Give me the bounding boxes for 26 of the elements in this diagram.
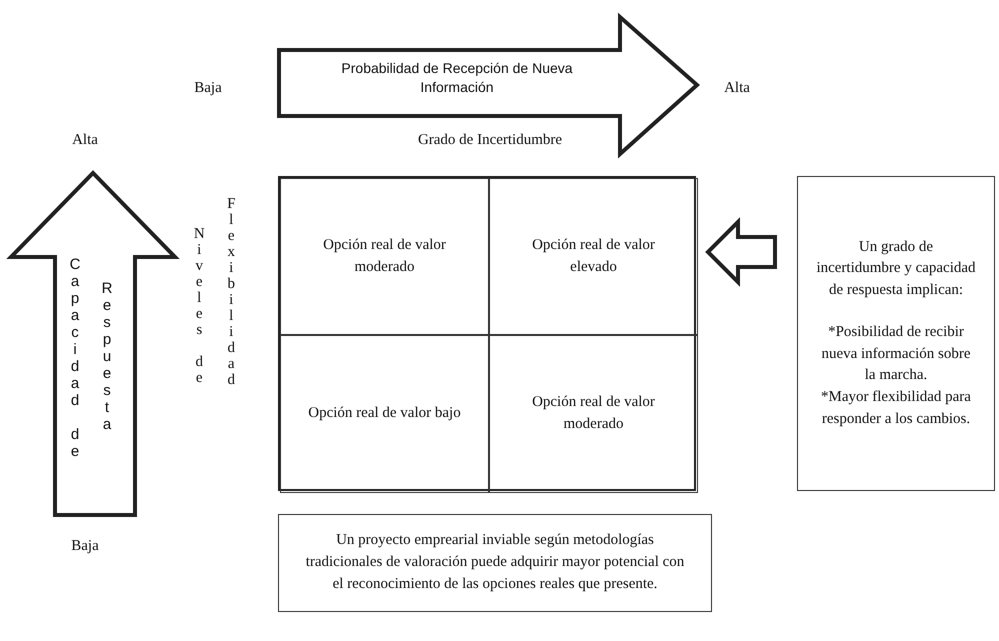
vertical-axis-label: Flexibilidad <box>222 196 240 388</box>
axis-label: Baja <box>193 79 223 98</box>
cell-text: Opción real de valor moderado <box>322 236 447 276</box>
box-text: *Mayor flexibilidad para responder a los cambios. <box>820 388 972 429</box>
cell-text: Opción real de valor elevado <box>531 236 656 276</box>
cell-text: Opción real de valor bajo <box>307 404 462 424</box>
matrix-cell <box>280 335 489 493</box>
text-box <box>797 176 995 491</box>
matrix-cell <box>489 335 698 493</box>
axis-label: Grado de Incertidumbre <box>416 131 564 150</box>
axis-label: Alta <box>71 131 99 150</box>
vertical-arrow-label: Capacidad de <box>66 256 82 460</box>
box-text: Un grado de incertidumbre y capacidad de respuesta implican: <box>816 238 976 300</box>
axis-label: Baja <box>70 537 100 556</box>
matrix-grid <box>278 176 696 491</box>
axis-label: Alta <box>723 79 751 98</box>
arrow-label: Probabilidad de Recepción de Nueva Información <box>340 59 574 97</box>
box-text: *Posibilidad de recibir nueva información sobre la marcha. <box>820 322 972 386</box>
matrix-cell <box>280 178 489 335</box>
vertical-axis-label: Niveles de <box>190 226 208 386</box>
cell-text: Opción real de valor moderado <box>531 393 656 434</box>
block-arrow-connector <box>705 217 777 287</box>
box-text: Un proyecto emprearial inviable según metodologías tradicionales de valoración puede adquirir mayor potencial con el reconocimiento de las opciones reales que presente. <box>304 531 686 594</box>
vertical-arrow-label: Respuesta <box>98 280 114 433</box>
matrix-cell <box>489 178 698 335</box>
text-box <box>278 514 712 612</box>
